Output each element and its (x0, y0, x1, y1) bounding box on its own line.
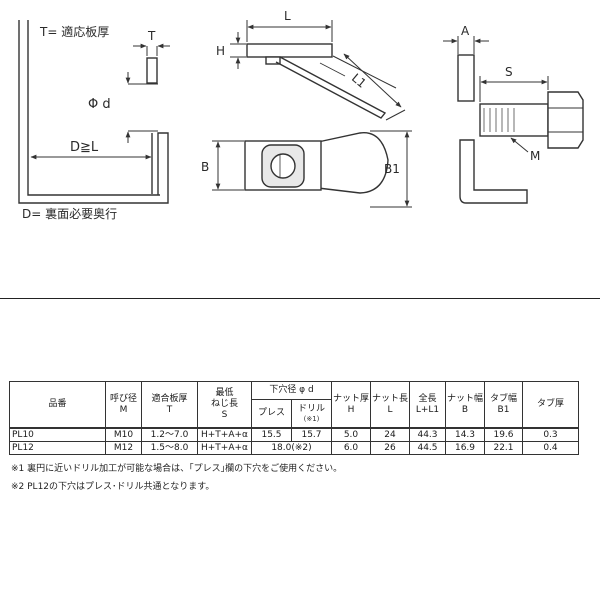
l1-dimension (332, 53, 406, 121)
cell-nut-width: 14.3 (445, 427, 485, 442)
cell-total-len: 44.5 (409, 441, 446, 455)
phi-d-label: Φ d (88, 97, 111, 112)
nut-bore-top (270, 153, 296, 179)
cell-nominal: M10 (105, 427, 142, 442)
plate-cavity-diagram (18, 20, 169, 204)
cell-nut-len: 24 (370, 427, 410, 442)
cell-plate: 1.5〜8.0 (141, 441, 198, 455)
cell-press: 15.5 (251, 427, 292, 442)
nut-side-view (246, 43, 387, 119)
cell-nut-len: 26 (370, 441, 410, 455)
cell-nut-thick: 5.0 (331, 427, 371, 442)
footnote-2: ※2 PL12の下穴はプレス･ドリル共通となります。 (11, 482, 215, 492)
l-dimension (246, 20, 333, 42)
d-ge-l-label: D≧L (70, 140, 99, 155)
s-label: S (505, 65, 513, 79)
cell-tab-width: 19.6 (484, 427, 523, 442)
h-dimension (230, 32, 246, 69)
angle-bracket (459, 139, 528, 204)
header-tab-thick: タブ厚 (522, 381, 579, 429)
header-part-no: 品番 (9, 381, 106, 429)
header-drill: ドリル(※1) (291, 399, 332, 429)
header-hole-group: 下穴径 φ d (251, 381, 332, 400)
phi-d-dimension (125, 72, 158, 143)
tab-strip-side (275, 56, 387, 119)
cell-nut-width: 16.9 (445, 441, 485, 455)
cell-drill: 15.7 (291, 427, 332, 442)
plate-section-right (457, 54, 475, 102)
b1-dimension (370, 130, 412, 208)
a-label: A (461, 24, 470, 38)
table-row: PL12 M12 1.5〜8.0 H+T+A+α 18.0(※2) 6.0 26… (9, 441, 579, 455)
cell-nominal: M12 (105, 441, 142, 455)
cell-hole-merged: 18.0(※2) (251, 441, 332, 455)
tab-outline-top (317, 132, 389, 194)
b1-label: B1 (384, 162, 400, 176)
table-row: PL10 M10 1.2〜7.0 H+T+A+α 15.5 15.7 5.0 2… (9, 427, 579, 442)
installation-diagrams: T= 適応板厚 T Φ d D≧L D= 裏面必要奥行 L H L1 (18, 9, 584, 221)
cell-min-screw: H+T+A+α (197, 427, 252, 442)
cell-tab-width: 22.1 (484, 441, 523, 455)
cell-plate: 1.2〜7.0 (141, 427, 198, 442)
cell-tab-thick: 0.3 (522, 427, 579, 442)
h-label: H (216, 44, 225, 58)
cell-tab-thick: 0.4 (522, 441, 579, 455)
section-divider (0, 298, 600, 299)
nut-thread-stub (265, 56, 281, 65)
d-definition-label: D= 裏面必要奥行 (22, 206, 117, 221)
b-dimension (212, 140, 244, 191)
cavity-wall (27, 20, 160, 196)
bolt-thread (483, 108, 515, 132)
plate-section-upper (146, 57, 158, 84)
cell-nut-thick: 6.0 (331, 441, 371, 455)
cell-part-no: PL10 (9, 427, 106, 442)
nut-top-view (244, 132, 389, 194)
nut-body-side (246, 43, 333, 58)
cavity-inner-wall (18, 20, 169, 204)
m-leader (510, 137, 529, 153)
bolt-assembly-diagram (457, 54, 584, 204)
t-dimension (133, 43, 170, 56)
a-dimension (443, 36, 489, 54)
cell-part-no: PL12 (9, 441, 106, 455)
b-label: B (201, 160, 209, 174)
t-definition-label: T= 適応板厚 (39, 24, 109, 39)
cell-total-len: 44.3 (409, 427, 446, 442)
footnote-1: ※1 裏円に近いドリル加工が可能な場合は、｢プレス｣欄の下穴をご使用ください。 (11, 464, 343, 474)
s-dimension (479, 76, 549, 102)
l-label: L (284, 9, 291, 23)
cell-min-screw: H+T+A+α (197, 441, 252, 455)
t-label: T (147, 29, 156, 43)
bolt-head (547, 91, 584, 149)
m-label: M (530, 149, 540, 163)
header-press: プレス (251, 399, 292, 429)
